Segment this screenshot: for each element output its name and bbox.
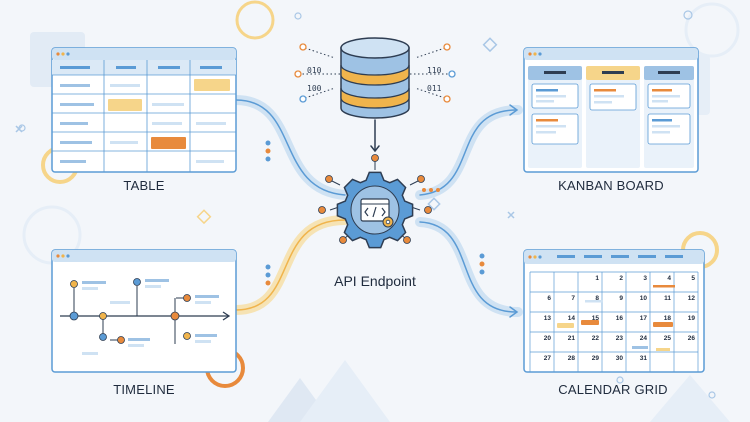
kanban-label: KANBAN BOARD [558,178,664,193]
timeline-label: TIMELINE [113,382,175,397]
calendar-day-number: 4 [667,275,671,282]
binary-right-top: 110 [427,66,442,75]
calendar-day-number: 6 [547,295,551,302]
table-label: TABLE [123,178,164,193]
calendar-day-number: 11 [664,295,671,302]
calendar-day-number: 9 [619,295,623,302]
calendar-day-number: 23 [616,335,624,342]
api-to-kanban-path [415,105,523,200]
calendar-day-number: 3 [643,275,647,282]
calendar-day-number: 20 [544,335,552,342]
calendar-day-number: 19 [688,315,696,322]
code-window-icon [360,198,390,222]
calendar-day-number: 5 [691,275,695,282]
binary-left-top: 010 [307,66,322,75]
calendar-day-number: 31 [640,355,648,362]
calendar-day-number: 28 [568,355,576,362]
calendar-day-number: 29 [592,355,600,362]
calendar-day-number: 12 [688,295,696,302]
calendar-day-number: 26 [688,335,696,342]
calendar-day-number: 14 [568,315,576,322]
calendar-day-number: 22 [592,335,600,342]
api-to-calendar-path [415,217,523,317]
dot-clusters [265,140,485,286]
calendar-day-number: 1 [595,275,599,282]
calendar-day-number: 7 [571,295,575,302]
binary-right-bottom: 011 [427,84,442,93]
calendar-day-number: 10 [640,295,648,302]
gear-icon [318,154,432,249]
calendar-day-number: 21 [568,335,576,342]
calendar-day-number: 16 [616,315,624,322]
calendar-day-number: 18 [664,315,672,322]
calendar-day-number: 30 [616,355,624,362]
table-window [51,47,237,173]
calendar-day-number: 27 [544,355,552,362]
timeline-window [51,249,237,373]
api-endpoint-label: API Endpoint [334,273,416,289]
calendar-day-number: 15 [592,315,600,322]
calendar-day-number: 8 [595,295,599,302]
calendar-day-number: 13 [544,315,552,322]
kanban-window [523,47,699,173]
calendar-day-number: 25 [664,335,672,342]
calendar-day-number: 17 [640,315,648,322]
database-icon [294,37,456,119]
binary-left-bottom: 100 [307,84,322,93]
calendar-label: CALENDAR GRID [558,382,668,397]
timeline-to-api-path [231,215,350,315]
calendar-day-number: 24 [640,335,648,342]
calendar-day-number: 2 [619,275,623,282]
